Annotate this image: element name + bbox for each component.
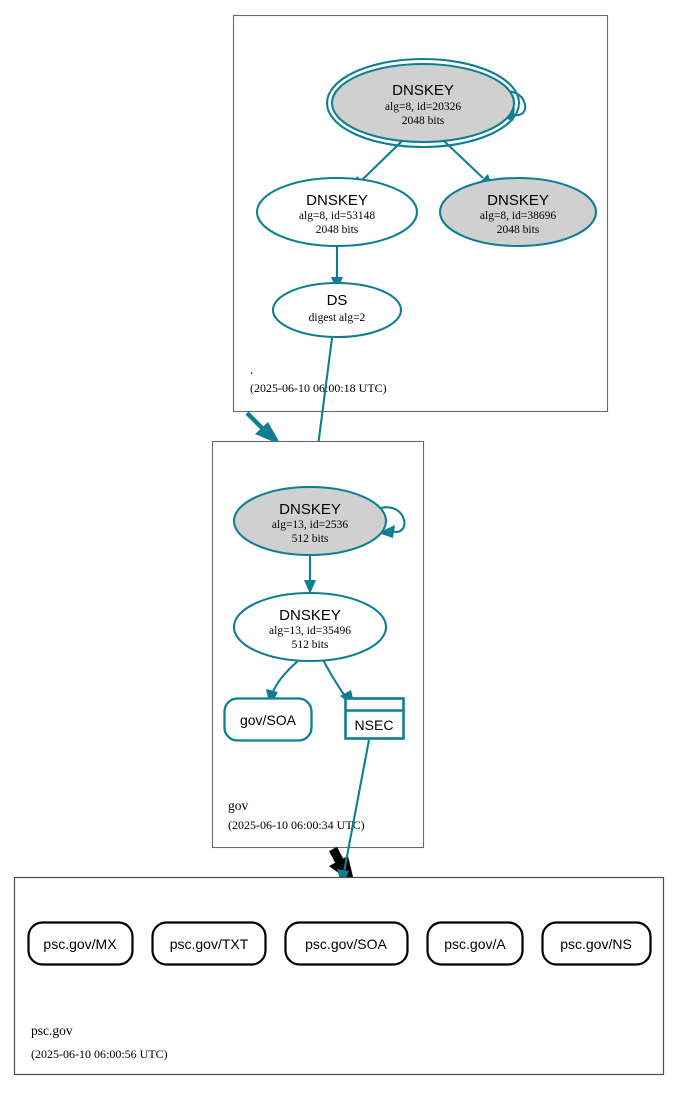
rrset-label: gov/SOA: [240, 712, 297, 728]
node-root-ds[interactable]: DS digest alg=2: [271, 281, 403, 339]
node-title: DS: [327, 292, 348, 309]
node-root-dnskey-zsk[interactable]: DNSKEY alg=8, id=53148 2048 bits: [255, 176, 419, 248]
node-root-dnskey-ksk[interactable]: DNSKEY alg=8, id=20326 2048 bits: [325, 57, 521, 149]
node-shape: [330, 62, 516, 144]
node-gov-dnskey-ksk[interactable]: DNSKEY alg=13, id=2536 512 bits: [232, 485, 388, 557]
node-size: 2048 bits: [316, 224, 359, 236]
zone-psc-gov-border: [13, 876, 665, 1076]
node-shape: [223, 697, 313, 742]
node-shape: [438, 176, 598, 248]
node-params: alg=13, id=35496: [269, 625, 351, 637]
node-shape: [232, 591, 388, 663]
node-params: digest alg=2: [309, 312, 366, 324]
edge-gov-ksk-self-signature: [378, 506, 406, 538]
rrset-label: psc.gov/SOA: [305, 936, 387, 952]
node-shape: [151, 921, 267, 966]
zone-gov-timestamp: (2025-06-10 06:00:34 UTC): [228, 818, 365, 832]
zone-root-timestamp: (2025-06-10 06:00:18 UTC): [250, 381, 387, 395]
node-size: 2048 bits: [497, 224, 540, 236]
node-root-dnskey-other[interactable]: DNSKEY alg=8, id=38696 2048 bits: [438, 176, 598, 248]
node-gov-nsec[interactable]: NSEC: [344, 697, 405, 740]
node-title: DNSKEY: [279, 501, 341, 518]
ksk-outer-ring: [325, 57, 521, 149]
node-params: alg=13, id=2536: [272, 519, 348, 531]
nsec-label: NSEC: [355, 717, 394, 733]
node-title: DNSKEY: [392, 82, 454, 99]
edge-gov-ksk-to-zsk: [304, 556, 316, 594]
node-params: alg=8, id=20326: [385, 101, 461, 113]
rrset-label: psc.gov/MX: [43, 936, 117, 952]
node-size: 2048 bits: [402, 115, 445, 127]
node-shape: [344, 697, 405, 740]
rrset-label: psc.gov/NS: [560, 936, 632, 952]
node-shape: [232, 485, 388, 557]
rrset-label: psc.gov/TXT: [170, 936, 249, 952]
node-title: DNSKEY: [306, 192, 368, 209]
zone-psc-gov: psc.gov/MX psc.gov/TXT psc.gov/SOA psc.g…: [13, 876, 665, 1076]
node-size: 512 bits: [292, 639, 329, 651]
zone-psc-gov-name: psc.gov: [31, 1023, 73, 1038]
node-size: 512 bits: [292, 533, 329, 545]
rrset-label: psc.gov/A: [444, 936, 506, 952]
node-shape: [284, 921, 409, 966]
node-psc-gov-soa[interactable]: psc.gov/SOA: [284, 921, 409, 966]
node-title: DNSKEY: [487, 192, 549, 209]
node-shape: [255, 176, 419, 248]
zone-gov: DNSKEY alg=13, id=2536 512 bits DNSKEY a…: [211, 440, 425, 849]
node-title: DNSKEY: [279, 607, 341, 624]
rrset-list: psc.gov/MX psc.gov/TXT psc.gov/SOA psc.g…: [27, 921, 652, 966]
zone-psc-gov-timestamp: (2025-06-10 06:00:56 UTC): [31, 1047, 168, 1061]
edge-root-zone-to-gov-zone: [245, 411, 281, 445]
node-psc-gov-txt[interactable]: psc.gov/TXT: [151, 921, 267, 966]
node-shape: [541, 921, 652, 966]
node-psc-gov-mx[interactable]: psc.gov/MX: [27, 921, 134, 966]
node-gov-soa-rrset[interactable]: gov/SOA: [223, 697, 313, 742]
node-shape: [271, 281, 403, 339]
node-psc-gov-ns[interactable]: psc.gov/NS: [541, 921, 652, 966]
node-psc-gov-a[interactable]: psc.gov/A: [426, 921, 524, 966]
zone-root: DNSKEY alg=8, id=20326 2048 bits DNSKEY …: [232, 14, 609, 413]
zone-root-name: .: [250, 362, 253, 377]
node-shape: [426, 921, 524, 966]
node-gov-dnskey-zsk[interactable]: DNSKEY alg=13, id=35496 512 bits: [232, 591, 388, 663]
node-params: alg=8, id=38696: [480, 210, 556, 222]
node-shape: [27, 921, 134, 966]
zone-gov-name: gov: [228, 798, 249, 813]
node-params: alg=8, id=53148: [299, 210, 375, 222]
